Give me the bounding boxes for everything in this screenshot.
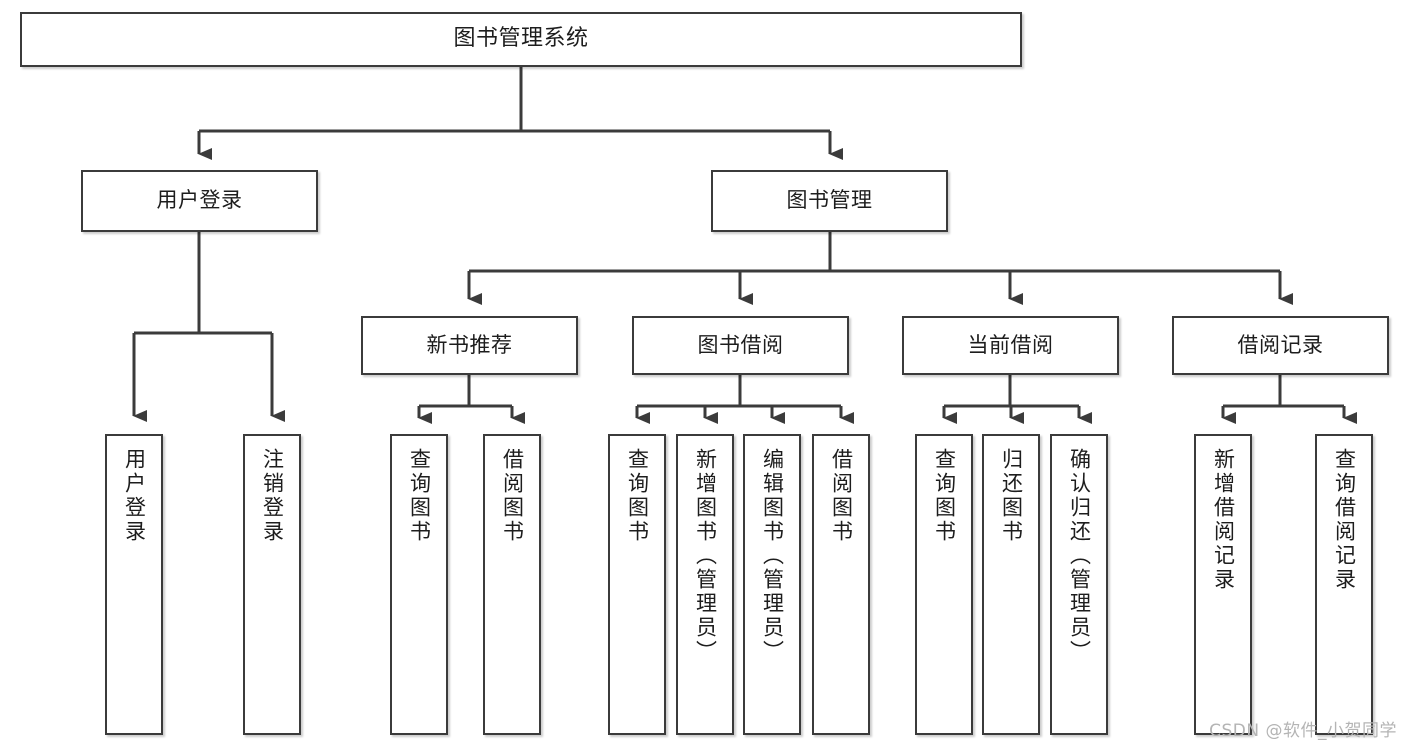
node-leaf-user-login[interactable]: 用户登录 [105, 434, 163, 735]
node-leaf-query-record-label: 查询借阅记录 [1332, 448, 1357, 592]
node-leaf-add-record-label: 新增借阅记录 [1211, 448, 1236, 592]
node-borrow-record-label: 借阅记录 [1237, 332, 1324, 357]
node-leaf-query-book-2-label: 查询图书 [625, 448, 650, 544]
watermark-text: CSDN @软件_小贺同学 [1209, 721, 1397, 741]
node-leaf-user-login-label: 用户登录 [122, 448, 147, 544]
node-leaf-query-book-1-label: 查询图书 [407, 448, 432, 544]
node-leaf-query-book-3[interactable]: 查询图书 [915, 434, 973, 735]
node-root[interactable]: 图书管理系统 [20, 12, 1022, 67]
node-leaf-edit-book[interactable]: 编辑图书（管理员） [743, 434, 801, 735]
node-current-borrow[interactable]: 当前借阅 [902, 316, 1119, 375]
node-leaf-borrow-book-1-label: 借阅图书 [500, 448, 525, 544]
node-user-login-label: 用户登录 [156, 188, 243, 213]
node-leaf-edit-book-label: 编辑图书（管理员） [760, 448, 785, 664]
node-new-book-recommend[interactable]: 新书推荐 [361, 316, 578, 375]
node-leaf-confirm-return[interactable]: 确认归还（管理员） [1050, 434, 1108, 735]
node-leaf-return-book[interactable]: 归还图书 [982, 434, 1040, 735]
node-new-book-recommend-label: 新书推荐 [426, 332, 513, 357]
node-leaf-query-book-2[interactable]: 查询图书 [608, 434, 666, 735]
node-leaf-confirm-return-label: 确认归还（管理员） [1067, 448, 1092, 664]
node-root-label: 图书管理系统 [453, 26, 589, 52]
node-leaf-add-record[interactable]: 新增借阅记录 [1194, 434, 1252, 735]
node-book-management-label: 图书管理 [786, 188, 873, 213]
node-leaf-query-book-3-label: 查询图书 [932, 448, 957, 544]
node-user-login[interactable]: 用户登录 [81, 170, 318, 232]
node-leaf-add-book[interactable]: 新增图书（管理员） [676, 434, 734, 735]
node-book-borrow-label: 图书借阅 [697, 332, 784, 357]
node-leaf-user-logout-label: 注销登录 [260, 448, 285, 544]
node-book-management[interactable]: 图书管理 [711, 170, 948, 232]
node-leaf-query-record[interactable]: 查询借阅记录 [1315, 434, 1373, 735]
node-leaf-borrow-book-2-label: 借阅图书 [829, 448, 854, 544]
node-current-borrow-label: 当前借阅 [967, 332, 1054, 357]
node-leaf-add-book-label: 新增图书（管理员） [693, 448, 718, 664]
node-leaf-borrow-book-2[interactable]: 借阅图书 [812, 434, 870, 735]
node-book-borrow[interactable]: 图书借阅 [632, 316, 849, 375]
node-leaf-borrow-book-1[interactable]: 借阅图书 [483, 434, 541, 735]
node-leaf-user-logout[interactable]: 注销登录 [243, 434, 301, 735]
node-leaf-return-book-label: 归还图书 [999, 448, 1024, 544]
node-borrow-record[interactable]: 借阅记录 [1172, 316, 1389, 375]
node-leaf-query-book-1[interactable]: 查询图书 [390, 434, 448, 735]
